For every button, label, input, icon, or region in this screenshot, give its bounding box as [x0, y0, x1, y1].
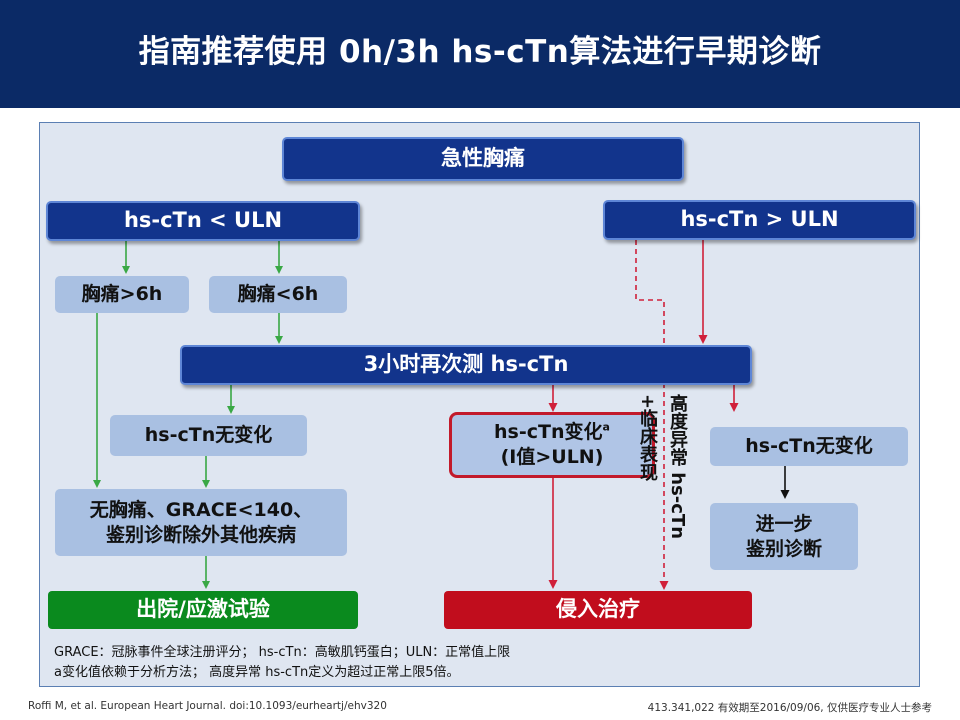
- node-pain-under-6h: 胸痛<6h: [209, 276, 347, 313]
- disclaimer: 413.341,022 有效期至2016/09/06, 仅供医疗专业人士参考: [647, 702, 932, 714]
- node-no-pain: 无胸痛、GRACE<140、 鉴别诊断除外其他疾病: [55, 489, 347, 556]
- node-below-uln: hs-cTn < ULN: [46, 201, 360, 241]
- footnote-line-2: a变化值依赖于分析方法； 高度异常 hs-cTn定义为超过正常上限5倍。: [54, 665, 460, 680]
- node-retest-3h: 3小时再次测 hs-cTn: [180, 345, 752, 385]
- vertical-label-high-hs-ctn: 高度异常 hs-cTn+临床表现: [637, 394, 688, 540]
- footnote-line-1: GRACE：冠脉事件全球注册评分； hs-cTn：高敏肌钙蛋白；ULN：正常值上…: [54, 645, 511, 660]
- node-change: hs-cTn变化a (I值>ULN): [449, 412, 655, 478]
- node-no-change-right: hs-cTn无变化: [710, 427, 908, 466]
- node-no-change-left: hs-cTn无变化: [110, 415, 307, 456]
- node-acute-chest-pain: 急性胸痛: [282, 137, 684, 181]
- node-invasive: 侵入治疗: [444, 591, 752, 629]
- title-bar: 指南推荐使用 0h/3h hs-cTn算法进行早期诊断: [0, 0, 960, 108]
- node-further-diagnosis: 进一步 鉴别诊断: [710, 503, 858, 570]
- page-title: 指南推荐使用 0h/3h hs-cTn算法进行早期诊断: [138, 34, 822, 70]
- reference-citation: Roffi M, et al. European Heart Journal. …: [28, 700, 387, 712]
- node-above-uln: hs-cTn > ULN: [603, 200, 916, 240]
- dashed-above-to-invasive: [635, 240, 669, 590]
- node-discharge: 出院/应激试验: [48, 591, 358, 629]
- node-pain-over-6h: 胸痛>6h: [55, 276, 189, 313]
